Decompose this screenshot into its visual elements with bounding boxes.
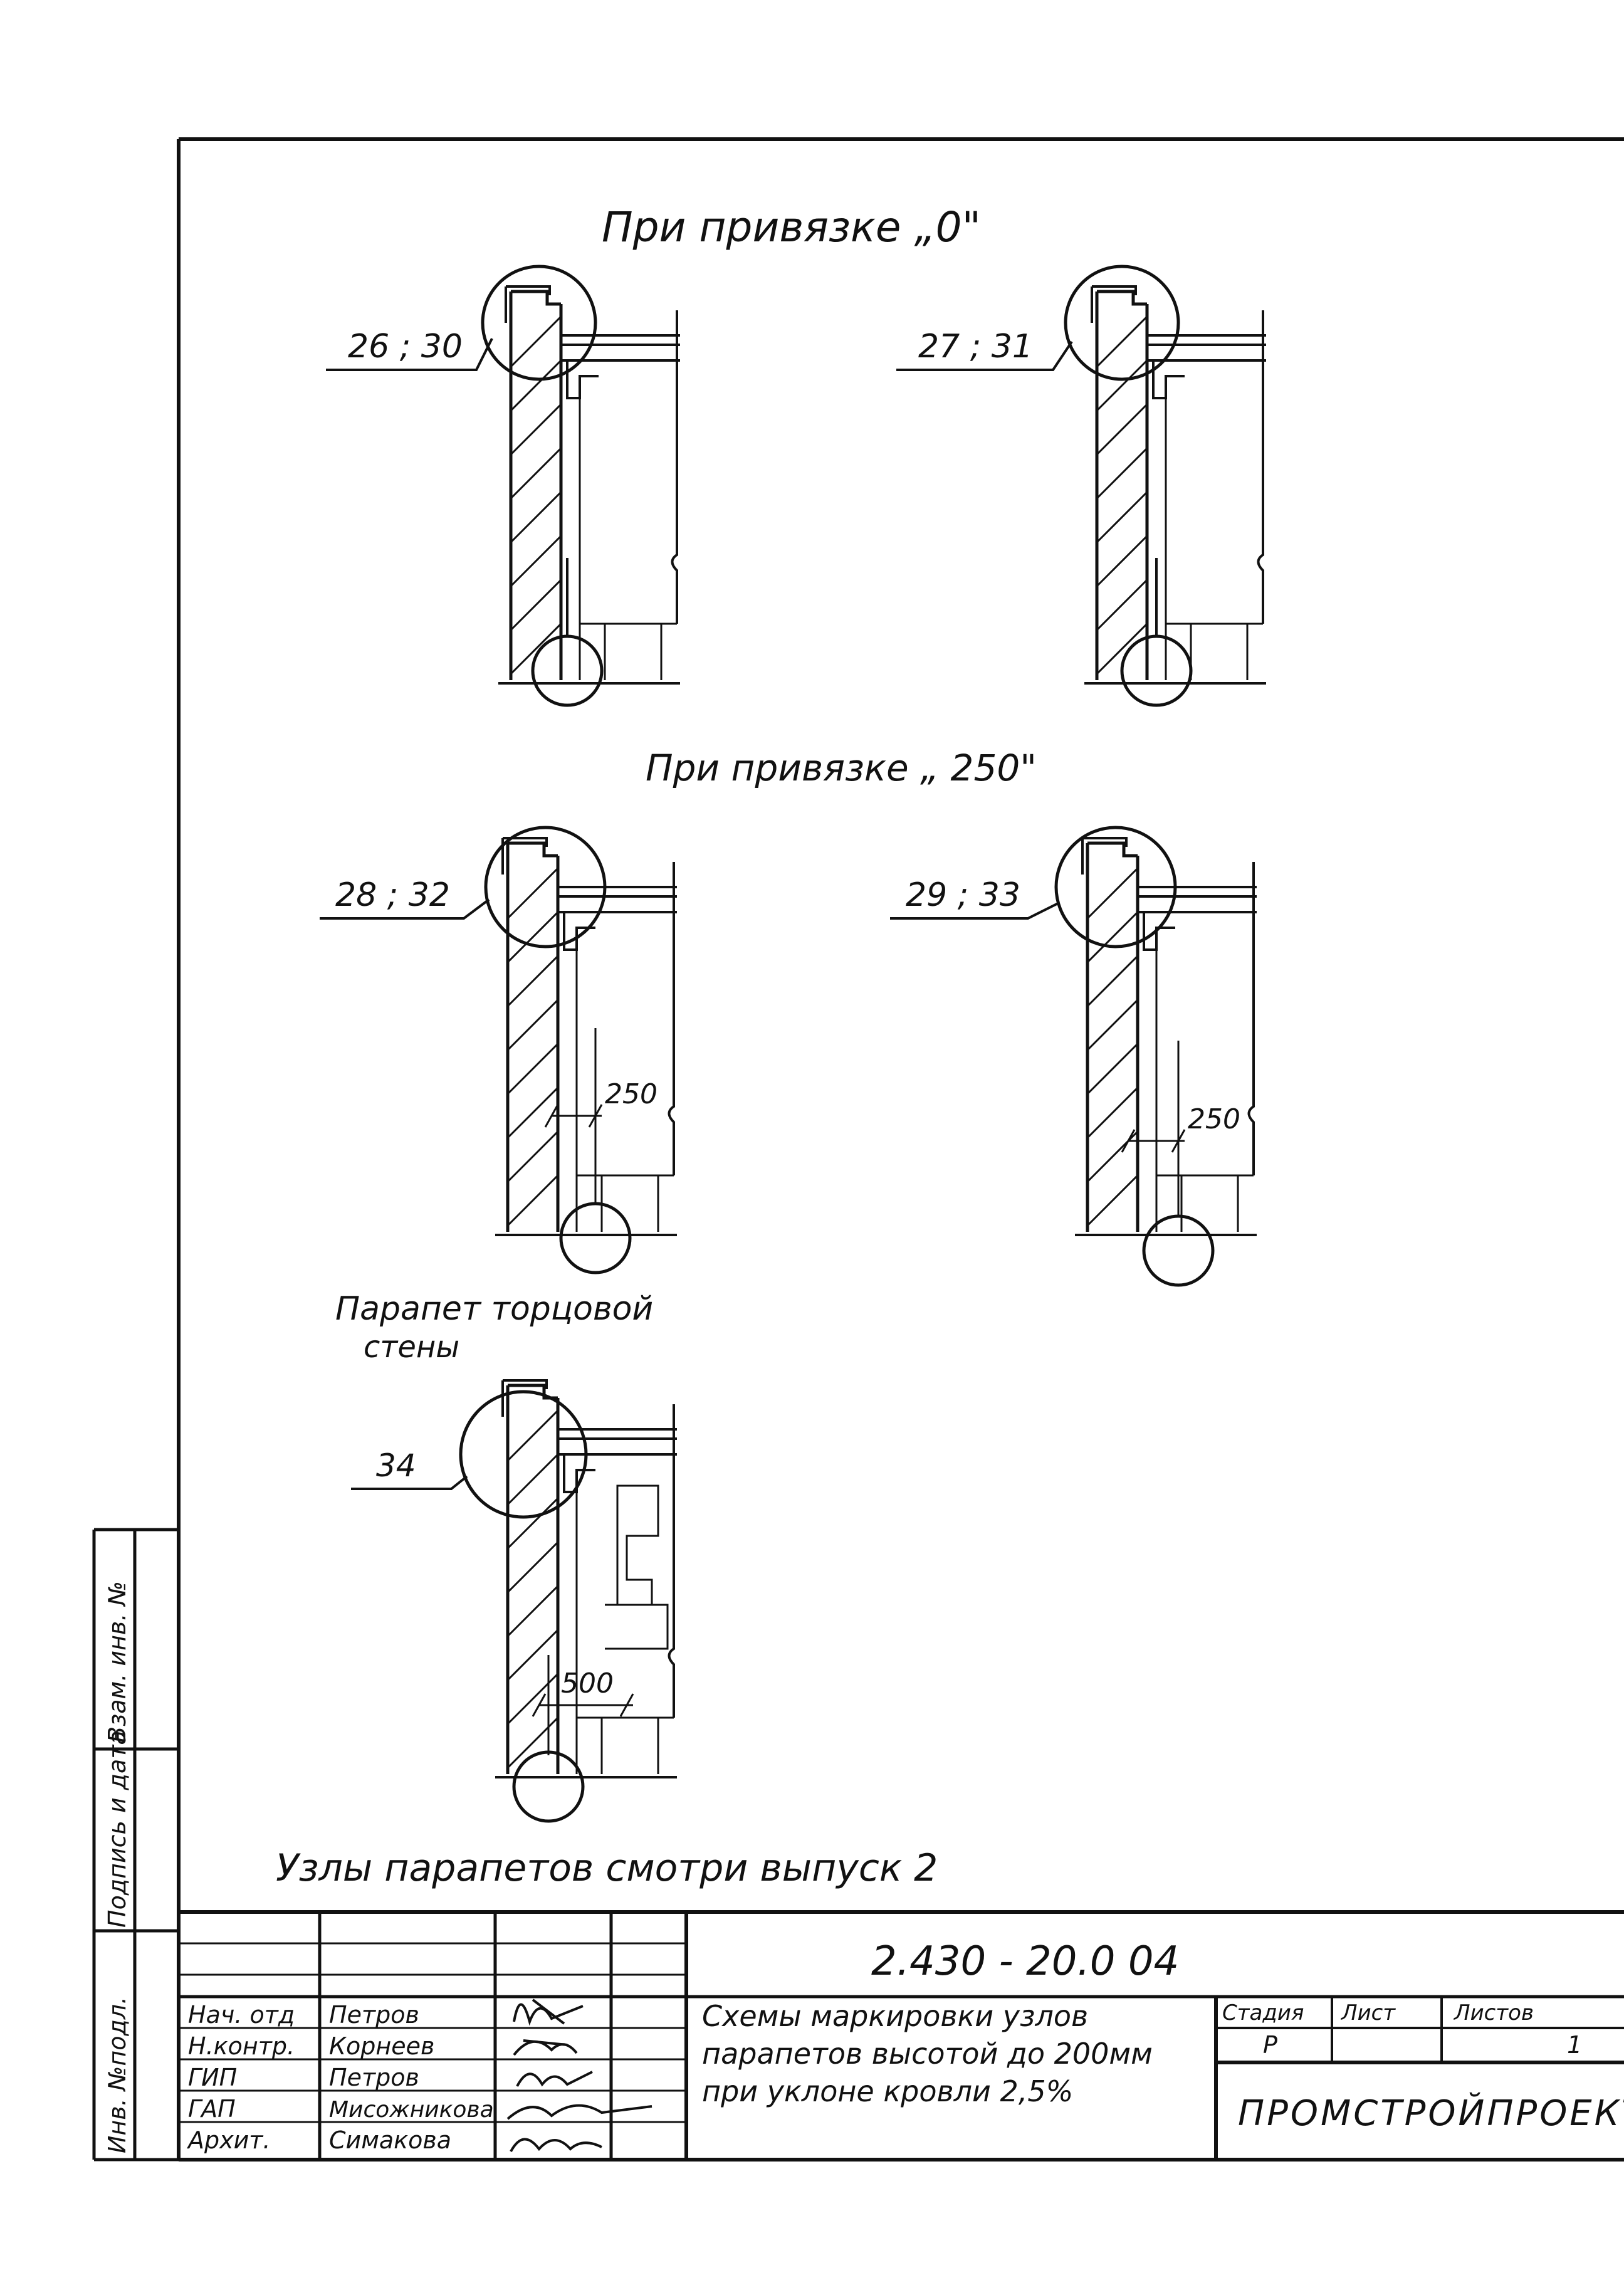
side-stamp: Инв. №подл. Подпись и дата Взам. инв. № (92, 1528, 179, 2162)
parapet-node-34: 34 500 (351, 1380, 677, 1823)
node-sketch (1084, 286, 1266, 683)
leader-line (320, 898, 490, 920)
stage-header: Стадия (1222, 2000, 1304, 2025)
parapet-node-28-32: 28 ; 32 250 (320, 826, 677, 1274)
sign-role-2: Н.контр. (188, 2032, 295, 2060)
node-detail-circle (459, 1390, 588, 1519)
dimension-line (544, 1028, 603, 1204)
heading-end-wall-line1: Парапет торцовой (335, 1290, 653, 1328)
node-detail-circle (484, 826, 607, 948)
end-column (605, 1484, 669, 1650)
axis-bubble (1142, 1214, 1215, 1287)
axis-bubble (512, 1750, 585, 1823)
stamp-replacement-inv: Взам. инв. № (103, 1581, 131, 1743)
description-line3: при уклоне кровли 2,5% (702, 2074, 1073, 2108)
leader-line (326, 338, 493, 371)
leader-line (890, 901, 1060, 920)
handwritten-signatures (506, 1999, 652, 2152)
node-detail-circle (1054, 826, 1177, 948)
stage-value: Р (1263, 2031, 1277, 2059)
sign-name-1: Петров (329, 2001, 419, 2029)
sign-role-1: Нач. отд (188, 2001, 295, 2029)
axis-bubble (1120, 634, 1193, 707)
sign-name-2: Корнеев (329, 2032, 434, 2060)
node-label: 26 ; 30 (348, 328, 463, 365)
stamp-signature-date: Подпись и дата (103, 1730, 131, 1928)
dimension-line (1121, 1041, 1186, 1216)
sheet-header: Лист (1340, 2000, 1396, 2025)
sheets-header: Листов (1453, 2000, 1534, 2025)
document-code: 2.430 - 20.0 04 (871, 1938, 1179, 1985)
heading-binding-zero: При привязке „0" (602, 203, 981, 251)
node-dimension: 250 (605, 1078, 657, 1110)
node-dimension: 500 (561, 1668, 614, 1699)
heading-binding-250: При привязке „ 250" (646, 747, 1037, 789)
axis-bubble (531, 634, 604, 707)
node-detail-circle (481, 265, 597, 381)
node-dimension: 250 (1188, 1103, 1240, 1135)
node-sketch (495, 838, 677, 1235)
heading-end-wall-line2: стены (364, 1330, 459, 1365)
organization-name: ПРОМСТРОЙПРОЕКТ (1238, 2093, 1624, 2134)
description-line2: парапетов высотой до 200мм (702, 2037, 1153, 2071)
parapet-node-29-33: 29 ; 33 250 (890, 826, 1257, 1287)
node-label: 27 ; 31 (918, 328, 1033, 365)
node-label: 28 ; 32 (335, 876, 450, 914)
leader-line (896, 340, 1073, 371)
leader-line (351, 1475, 468, 1490)
parapet-node-27-31: 27 ; 31 (896, 265, 1266, 707)
node-label: 29 ; 33 (906, 876, 1020, 914)
footnote: Узлы парапетов смотри выпуск 2 (276, 1846, 938, 1890)
sign-role-3: ГИП (188, 2064, 237, 2091)
sheets-value: 1 (1567, 2031, 1582, 2059)
node-detail-circle (1064, 265, 1180, 381)
title-block: 2.430 - 20.0 04 Схемы маркировки узлов п… (179, 1910, 1624, 2160)
description-line1: Схемы маркировки узлов (702, 1999, 1088, 2033)
node-sketch (1075, 838, 1257, 1235)
parapet-node-26-30: 26 ; 30 (326, 265, 680, 707)
node-label: 34 (376, 1447, 416, 1484)
sign-name-5: Симакова (329, 2126, 451, 2154)
sign-role-4: ГАП (188, 2095, 236, 2123)
sign-name-3: Петров (329, 2064, 419, 2091)
dimension-line (532, 1655, 634, 1755)
stamp-original-inv: Инв. №подл. (103, 1997, 131, 2153)
sign-role-5: Архит. (186, 2126, 271, 2154)
axis-bubble (559, 1202, 632, 1274)
sign-name-4: Мисожникова (329, 2097, 494, 2123)
